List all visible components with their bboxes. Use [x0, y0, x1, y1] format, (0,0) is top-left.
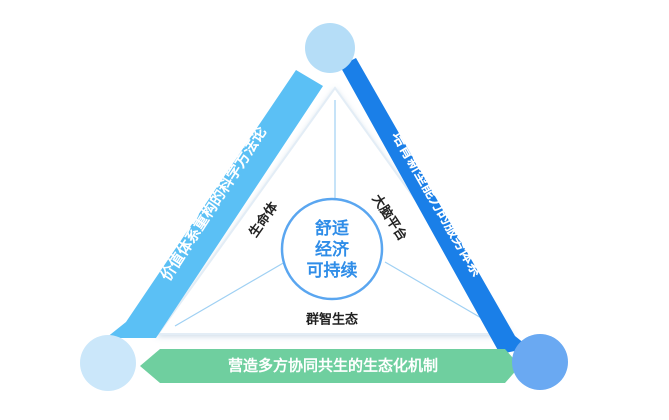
center-text-line1: 舒适: [315, 218, 349, 239]
right-node: [512, 334, 568, 390]
bottom-banner: [140, 349, 520, 383]
spoke-left: [174, 261, 286, 327]
left-node: [80, 335, 136, 391]
center-circle: [280, 197, 384, 301]
left-banner: [106, 70, 323, 338]
spoke-right: [384, 261, 496, 327]
bottom-banner-text: 营造多方协同共生的生态化机制: [228, 357, 438, 375]
center-text-line3: 可持续: [307, 260, 358, 281]
right-banner: [340, 58, 530, 354]
center-text-line2: 经济: [315, 239, 350, 260]
top-node: [305, 23, 355, 73]
inner-label-bottom: 群智生态: [306, 312, 358, 328]
